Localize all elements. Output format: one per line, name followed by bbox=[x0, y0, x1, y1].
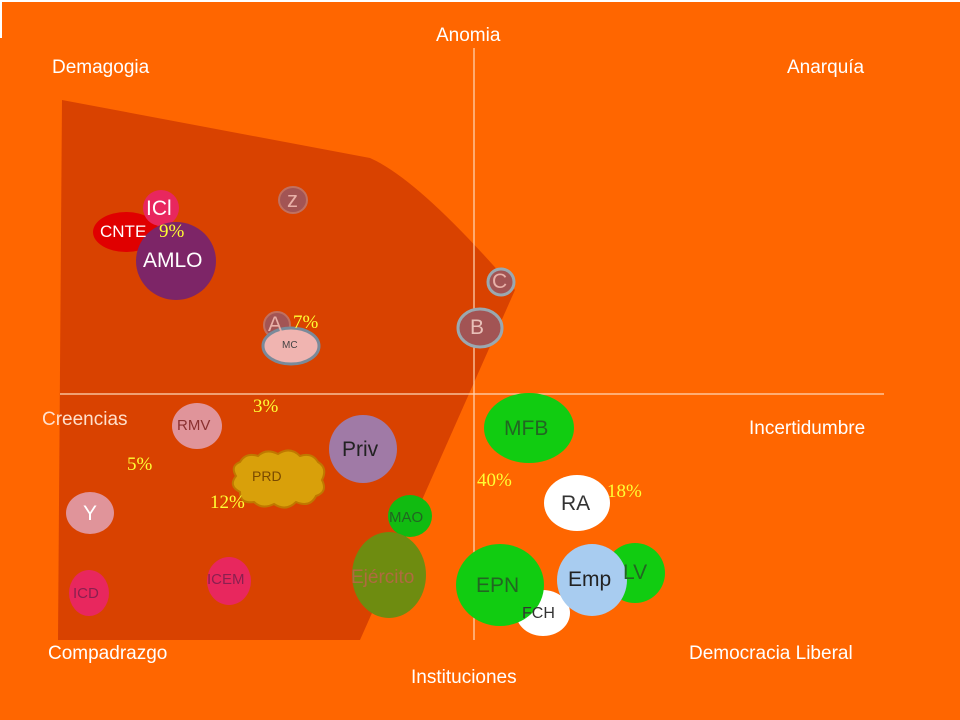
quadrant-label-bottom-right: Democracia Liberal bbox=[689, 643, 853, 664]
axis-label-left: Creencias bbox=[42, 409, 128, 430]
actor-mao-shape bbox=[388, 495, 432, 537]
axis-label-right: Incertidumbre bbox=[749, 418, 866, 439]
actor-rmv-shape bbox=[172, 403, 222, 449]
actor-label-ejercito: Ejército bbox=[351, 567, 415, 588]
percent-label-9: 9% bbox=[159, 221, 185, 242]
actor-label-cnt: CNTE bbox=[100, 222, 147, 241]
actor-label-icem: ICEM bbox=[207, 571, 245, 588]
actor-y-shape bbox=[66, 492, 114, 534]
actor-icl-shape bbox=[143, 190, 179, 226]
actor-priv-shape bbox=[329, 415, 397, 483]
actor-label-a: A bbox=[268, 313, 283, 336]
actor-icem-shape bbox=[207, 557, 251, 605]
actor-amlo-shape bbox=[136, 222, 216, 300]
actor-epn-shape bbox=[456, 544, 544, 626]
actor-ejercito-shape bbox=[352, 532, 426, 618]
actor-label-rmv: RMV bbox=[177, 417, 211, 434]
actor-label-icl: ICl bbox=[146, 197, 172, 220]
percent-label-12: 12% bbox=[210, 492, 245, 513]
percent-label-7: 7% bbox=[293, 312, 319, 333]
actor-label-fch: FCH bbox=[522, 605, 555, 622]
axis-label-top: Anomia bbox=[436, 25, 501, 46]
actor-label-c: C bbox=[492, 270, 508, 293]
percent-label-3: 3% bbox=[253, 396, 279, 417]
actor-z-shape bbox=[278, 186, 308, 214]
actor-emp-shape bbox=[557, 544, 627, 616]
actor-label-priv: Priv bbox=[342, 438, 379, 461]
influence-region bbox=[58, 100, 515, 640]
percent-label-18: 18% bbox=[607, 481, 642, 502]
actor-label-ra: RA bbox=[561, 492, 591, 515]
axis-label-bottom: Instituciones bbox=[411, 667, 517, 688]
actor-label-icd: ICD bbox=[73, 585, 99, 602]
actor-icd-shape bbox=[69, 570, 109, 616]
actor-label-lv: LV bbox=[623, 561, 648, 584]
actor-label-epn: EPN bbox=[476, 574, 520, 597]
percent-label-40: 40% bbox=[477, 470, 512, 491]
actor-label-mc: MC bbox=[282, 340, 298, 351]
actor-ra-shape bbox=[544, 475, 610, 531]
actor-label-mao: MAO bbox=[389, 509, 424, 526]
quadrant-label-bottom-left: Compadrazgo bbox=[48, 643, 168, 664]
actor-label-prd: PRD bbox=[252, 468, 282, 484]
actor-label-emp: Emp bbox=[568, 568, 612, 591]
actor-b-shape bbox=[456, 307, 504, 349]
percent-label-5: 5% bbox=[127, 454, 153, 475]
actor-label-z: z bbox=[287, 187, 298, 212]
actor-label-amlo: AMLO bbox=[143, 249, 203, 272]
actor-label-b: B bbox=[470, 316, 485, 339]
actor-mc-shape bbox=[261, 326, 321, 366]
actor-prd-shape bbox=[231, 449, 326, 509]
actor-c-shape bbox=[486, 267, 516, 297]
quadrant-label-top-right: Anarquía bbox=[787, 57, 865, 78]
actor-label-y: Y bbox=[83, 502, 98, 525]
actor-label-mfb: MFB bbox=[504, 417, 549, 440]
actor-mfb-shape bbox=[484, 393, 574, 463]
quadrant-label-top-left: Demagogia bbox=[52, 57, 150, 78]
